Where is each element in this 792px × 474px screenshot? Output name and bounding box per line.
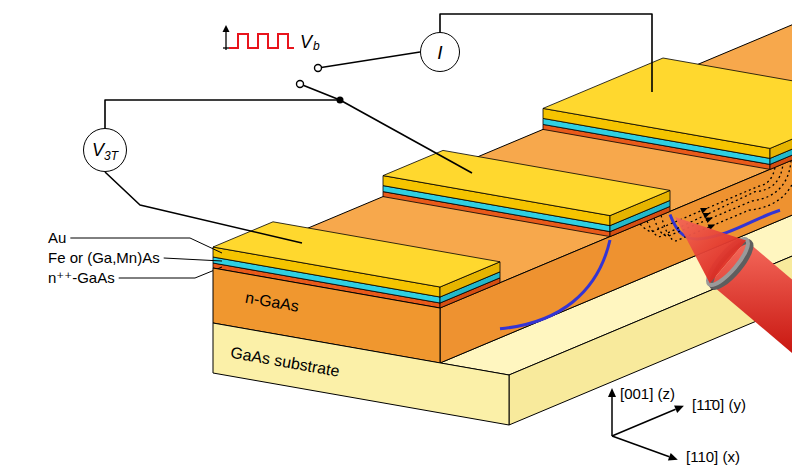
- circuit-wire: [318, 52, 420, 68]
- axis-arrow: [611, 397, 613, 436]
- terminal: [315, 65, 322, 72]
- leader-line: [119, 267, 222, 278]
- current-path: [654, 161, 791, 237]
- bias-voltage-symbol: V: [300, 32, 312, 53]
- layer-label: n⁺⁺-GaAs: [48, 269, 115, 286]
- axis-arrow: [612, 436, 669, 457]
- mesa-top: [213, 16, 792, 308]
- axis-arrowhead: [674, 406, 684, 413]
- axis-label: [11̄0] (y): [692, 396, 746, 413]
- axis-arrowhead: [668, 453, 678, 461]
- contact-top: [383, 150, 670, 215]
- meter-label: I: [437, 43, 442, 62]
- layer-face: [213, 323, 509, 425]
- terminal: [297, 81, 304, 88]
- circuit-wire: [440, 14, 652, 92]
- pulse-axis: [225, 30, 226, 50]
- substrate-layer: GaAs substrate: [213, 323, 509, 425]
- meter-symbol-text: I: [437, 42, 442, 63]
- meter-subscript: 3T: [104, 149, 118, 163]
- layer-label: Fe or (Ga,Mn)As: [48, 249, 160, 266]
- circuit-wire: [105, 100, 340, 128]
- axis-label: [001] (z): [620, 385, 675, 402]
- leader-line: [164, 258, 222, 261]
- axis-arrowhead: [608, 388, 616, 397]
- meter-symbol-text: V: [92, 140, 104, 160]
- current-arrowhead: [700, 208, 708, 214]
- current-arrowhead: [705, 217, 713, 223]
- laser-cone: [675, 217, 746, 283]
- voltmeter-symbol: V3T: [83, 128, 127, 172]
- circuit-wire: [300, 84, 340, 100]
- circuit-wire: [340, 100, 472, 173]
- layer-label: Au: [48, 229, 66, 246]
- axis-label: [110] (x): [686, 448, 740, 465]
- pulse-wave: [229, 34, 294, 48]
- meter-label: V3T: [92, 141, 118, 159]
- circuit-wire: [105, 172, 302, 243]
- spin-profile-curve: [500, 240, 610, 329]
- pulse-axis-head: [223, 25, 230, 32]
- bias-voltage-subscript: b: [313, 40, 320, 54]
- contact-top: [543, 58, 792, 148]
- axis-arrow: [612, 409, 676, 436]
- current-path: [661, 157, 792, 241]
- layer-face-shape: [213, 323, 509, 425]
- ammeter-symbol: I: [420, 32, 460, 72]
- junction-dot: [337, 97, 344, 104]
- pulse-axis: [223, 47, 229, 48]
